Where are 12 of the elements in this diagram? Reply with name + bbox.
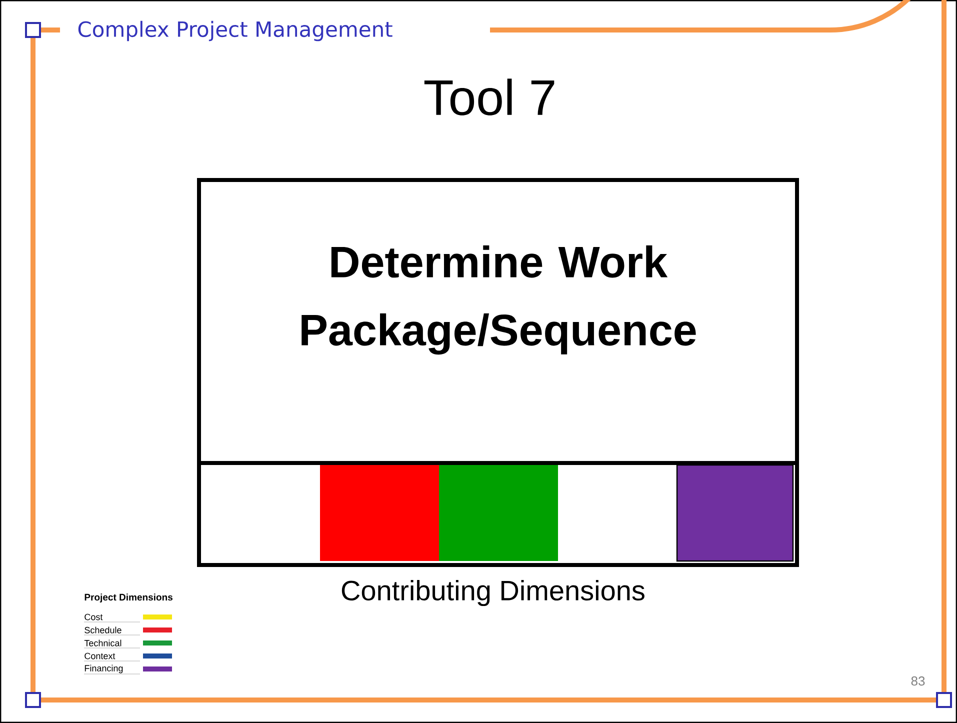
caption: Contributing Dimensions (342, 580, 644, 606)
title: Tool 7 (424, 78, 554, 116)
page-number: 83 (911, 676, 925, 686)
legend-text: Financing (84, 664, 123, 674)
legend-heading: Project Dimensions (84, 594, 172, 602)
box-heading: Determine Work Package/Sequence (302, 245, 696, 355)
legend-text: Technical (84, 640, 122, 646)
header-text: Complex Project Management (78, 20, 392, 42)
legend-text: Cost (84, 614, 103, 620)
legend-text: Context (84, 652, 116, 660)
legend-text: Schedule (84, 626, 122, 634)
process-box (197, 178, 799, 567)
